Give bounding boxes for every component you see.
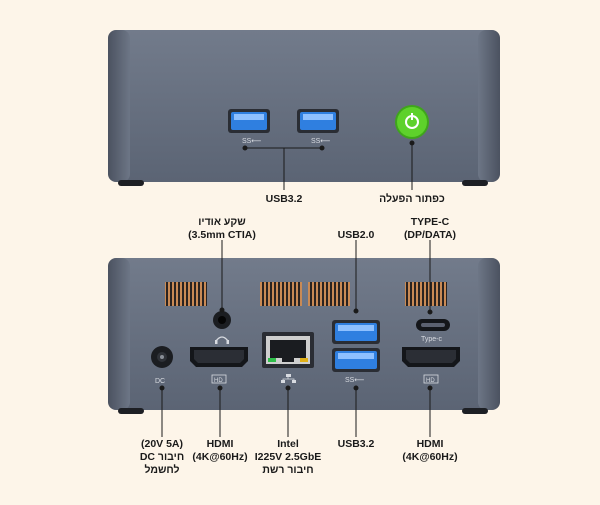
typec-port[interactable]: Type-c	[416, 319, 450, 343]
top-leader-lines	[242, 140, 415, 190]
label-power-button: כפתור הפעלה	[379, 193, 445, 205]
hdmi-port-right[interactable]	[402, 347, 460, 367]
headphone-icon	[215, 336, 229, 344]
hdmi-icon: HD	[423, 374, 439, 384]
label-audio-jack: שקע אודיו (3.5mm CTIA)	[188, 216, 256, 241]
label-hdmi-left: HDMI (4K@60Hz)	[192, 438, 248, 463]
label-ethernet: Intel I225V 2.5GbE חיבור רשת	[254, 438, 322, 476]
svg-text:HD: HD	[426, 378, 435, 384]
usb-ss-icon: SS⟵ SS⟵	[242, 138, 330, 145]
dc-jack[interactable]: DC	[151, 346, 173, 385]
network-icon	[281, 374, 296, 383]
label-dc: (20V 5A) DC חיבור לחשמל	[139, 438, 185, 476]
power-button[interactable]	[395, 105, 429, 139]
usb-ss-icon: SS⟵	[345, 377, 364, 384]
typec-mark: Type-c	[421, 336, 443, 343]
ss-mark-right: SS⟵	[311, 138, 330, 145]
label-usb20: USB2.0	[337, 229, 375, 241]
hdmi-icon: HD	[211, 374, 227, 384]
dc-mark: DC	[155, 378, 165, 385]
ethernet-port[interactable]	[262, 332, 314, 368]
ss-mark-left: SS⟵	[242, 138, 261, 145]
audio-jack[interactable]	[213, 311, 231, 329]
hdmi-port-left[interactable]	[190, 347, 248, 367]
svg-text:HD: HD	[214, 378, 223, 384]
label-typec: TYPE-C (DP/DATA)	[403, 216, 457, 241]
usb32-port-front-right[interactable]	[297, 109, 339, 133]
usb32-port-rear[interactable]	[332, 348, 380, 372]
usb32-port-front-left[interactable]	[228, 109, 270, 133]
usb20-port-rear[interactable]	[332, 320, 380, 344]
label-usb32-rear: USB3.2	[337, 438, 375, 450]
vent-grilles	[165, 282, 447, 306]
front-panel	[108, 30, 500, 186]
label-hdmi-right: HDMI (4K@60Hz)	[402, 438, 458, 463]
bottom-leader-lines	[159, 240, 433, 437]
label-usb32-front: USB3.2	[265, 193, 303, 205]
